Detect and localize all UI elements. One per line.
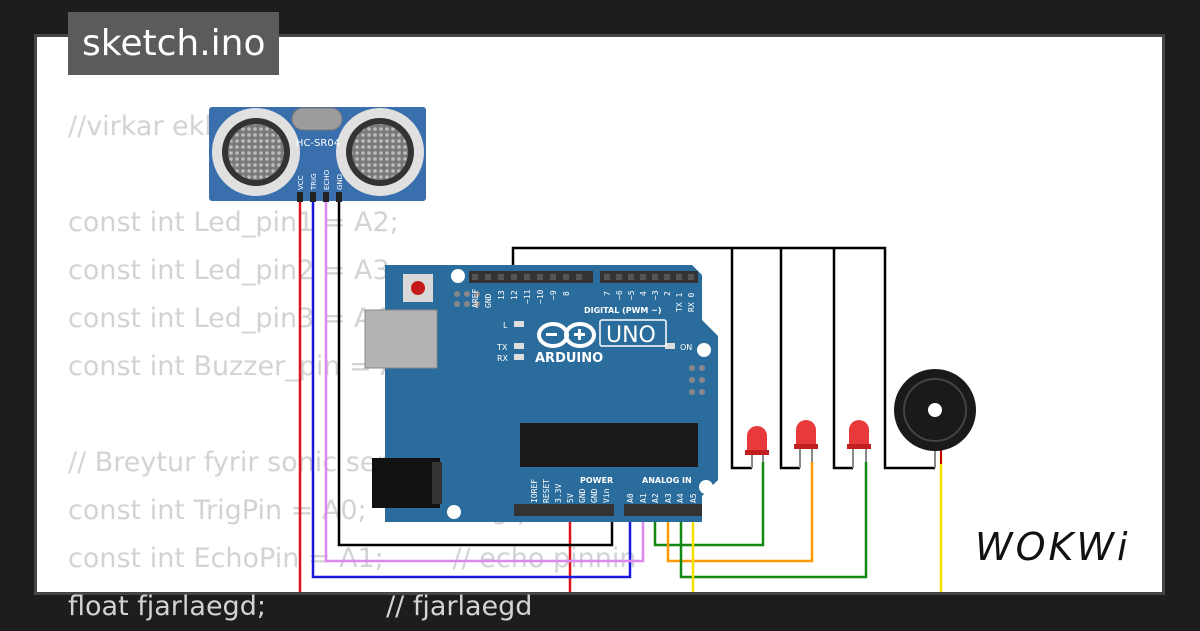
sensor-label: HC-SR04 <box>296 138 340 149</box>
wire-trig-blue <box>311 198 632 579</box>
pin-label-3: ~3 <box>651 290 660 300</box>
led-tx-label: TX <box>496 343 508 352</box>
pin-label-rx0: RX 0 <box>687 293 696 312</box>
led-rx-label: RX <box>497 354 509 363</box>
power-pin-reset: RESET <box>542 479 551 503</box>
arduino-uno-board[interactable]: AREF GND 13 12 ~11 ~10 ~9 8 7 ~6 ~5 4 ~3… <box>364 265 718 522</box>
pin-label-tx1: TX 1 <box>675 293 684 312</box>
pin-label-6: ~6 <box>615 290 624 300</box>
arduino-brand: ARDUINO <box>535 351 603 366</box>
power-pin-ioref: IOREF <box>530 479 539 503</box>
analog-pin-a3: A3 <box>664 493 673 503</box>
code-line: const int Led_pin1 = A2; <box>68 207 399 238</box>
wires <box>298 198 943 592</box>
digital-label: DIGITAL (PWM ~) <box>584 306 662 315</box>
sensor-pin-vcc: VCC <box>297 175 305 190</box>
pin-label-12: 12 <box>510 290 519 300</box>
pin-label-11: ~11 <box>523 289 532 304</box>
digital-header-right <box>600 271 698 283</box>
wire-echo-violet <box>324 198 645 563</box>
sensor-pin-trig: TRIG <box>310 173 318 191</box>
on-label: ON <box>680 343 692 352</box>
pin-label-4: 4 <box>639 291 648 296</box>
pin-label-7: 7 <box>603 291 612 296</box>
sensor-pin-echo: ECHO <box>323 169 331 190</box>
code-line: float fjarlaegd; // fjarlaegd <box>68 591 533 622</box>
code-text: //virkar ekki const int Led_pin1 = A2; c… <box>68 103 636 631</box>
sensor-pin-gnd: GND <box>336 174 344 190</box>
wokwi-logo: WOKWi <box>975 525 1131 569</box>
analog-pin-a5: A5 <box>689 493 698 503</box>
power-header <box>514 504 614 516</box>
wire-led2-orange <box>666 462 814 563</box>
analog-pin-a4: A4 <box>676 493 685 503</box>
piezo-buzzer[interactable] <box>894 369 976 468</box>
pin-label-8: 8 <box>562 291 571 296</box>
power-pin-5v: 5V <box>566 493 575 503</box>
wire-led1-green <box>653 462 765 547</box>
red-led-1[interactable] <box>745 426 769 468</box>
red-led-2[interactable] <box>794 420 818 468</box>
sketch-tab[interactable]: sketch.ino <box>68 12 280 75</box>
analog-header <box>624 504 702 516</box>
pin-label-5: ~5 <box>627 290 636 300</box>
atmega-chip <box>520 423 698 467</box>
led-l-label: L <box>503 321 508 330</box>
pin-label-gnd: GND <box>484 293 493 308</box>
pin-label-13: 13 <box>497 290 506 300</box>
power-label: POWER <box>580 476 613 485</box>
analog-pin-a0: A0 <box>626 493 635 503</box>
ultrasonic-sensor[interactable]: HC-SR04 VCC TRIG ECHO GND <box>209 107 426 202</box>
analog-pin-a2: A2 <box>651 493 660 503</box>
power-jack <box>372 458 440 508</box>
power-pin-gnd2: GND <box>590 488 599 503</box>
red-led-3[interactable] <box>847 420 871 468</box>
arduino-logo <box>537 322 596 348</box>
wire-led3-green <box>679 462 868 579</box>
pin-label-9: ~9 <box>549 290 558 300</box>
analog-pin-a1: A1 <box>639 493 648 503</box>
usb-port <box>364 309 438 369</box>
wire-gnd-top <box>511 246 935 470</box>
arduino-model: UNO <box>606 323 656 348</box>
analog-label: ANALOG IN <box>642 476 692 485</box>
code-line: const int Led_pin2 = A3; <box>68 255 399 286</box>
power-pin-vin: Vin <box>602 488 611 503</box>
wire-gnd-black <box>337 198 614 547</box>
power-pin-gnd1: GND <box>578 488 587 503</box>
pin-label-aref: AREF <box>471 289 480 308</box>
pin-label-2: 2 <box>663 291 672 296</box>
power-pin-3v3: 3.3V <box>554 484 563 503</box>
pin-label-10: ~10 <box>536 289 545 304</box>
